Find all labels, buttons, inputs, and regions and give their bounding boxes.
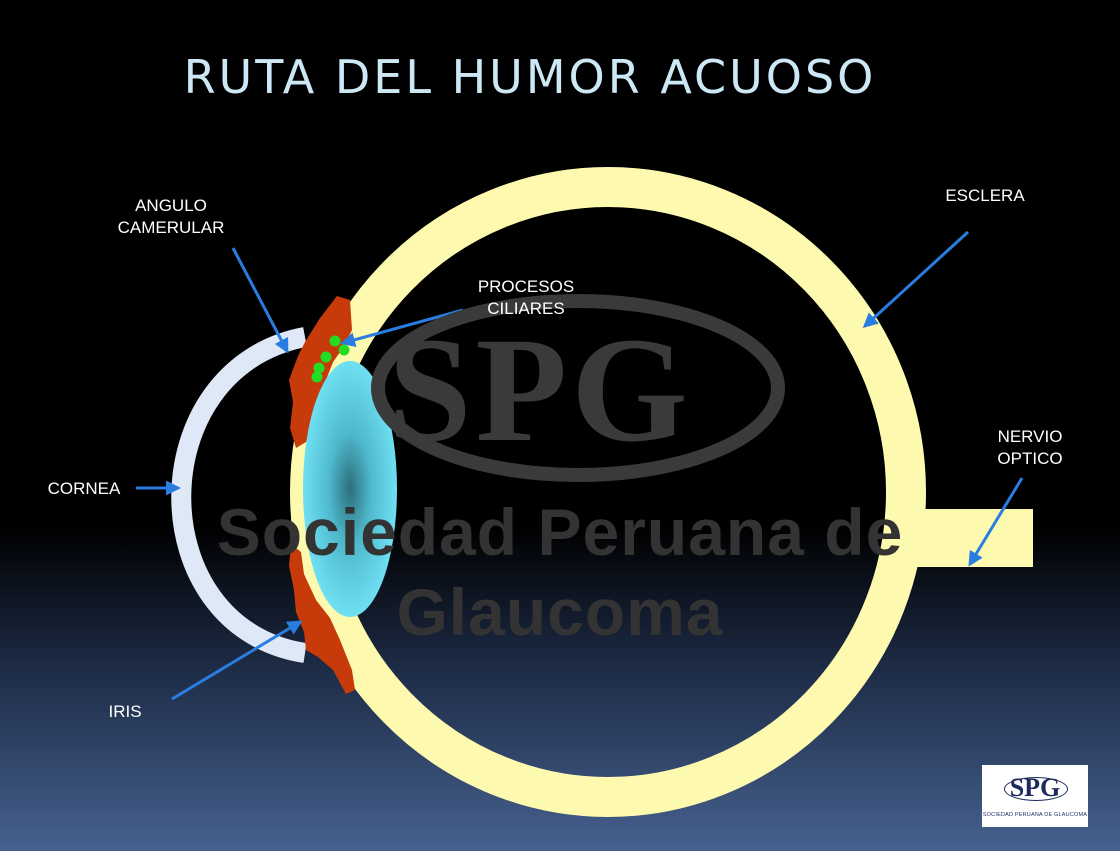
watermark-text: Sociedad Peruana de Glaucoma xyxy=(216,495,904,649)
label-angulo-camerular: ANGULO CAMERULAR xyxy=(105,195,237,239)
ciliary-process xyxy=(338,344,350,356)
watermark-ring-outer xyxy=(371,294,785,482)
label-nervio-optico: NERVIO OPTICO xyxy=(980,426,1080,470)
label-iris: IRIS xyxy=(100,701,150,723)
arrow-esclera xyxy=(862,230,970,329)
spg-logo-subtitle: SOCIEDAD PERUANA DE GLAUCOMA xyxy=(982,812,1088,818)
cornea xyxy=(171,327,307,663)
iris-lower xyxy=(289,544,355,694)
label-cornea-text: CORNEA xyxy=(47,479,121,498)
spg-logo-mark: SPG xyxy=(1009,773,1061,802)
spg-logo: SPG SOCIEDAD PERUANA DE GLAUCOMA xyxy=(982,765,1088,827)
arrow-nervio xyxy=(968,477,1024,567)
label-nervio-line1: NERVIO xyxy=(997,427,1063,446)
ciliary-process xyxy=(320,351,332,363)
label-cornea: CORNEA xyxy=(36,478,132,500)
label-esclera-text: ESCLERA xyxy=(945,186,1025,205)
arrow-angulo xyxy=(231,247,289,354)
arrow-procesos xyxy=(340,308,464,348)
spg-logo-ring xyxy=(1004,777,1068,801)
lens xyxy=(303,361,397,617)
arrow-iris xyxy=(171,620,303,701)
slide-title: RUTA DEL HUMOR ACUOSO xyxy=(183,50,877,104)
ciliary-process xyxy=(329,335,341,347)
label-angulo-line1: ANGULO xyxy=(135,196,207,215)
ciliary-process xyxy=(313,362,325,374)
label-iris-text: IRIS xyxy=(108,702,142,721)
label-angulo-line2: CAMERULAR xyxy=(117,218,225,237)
label-esclera: ESCLERA xyxy=(930,185,1040,207)
ciliary-process xyxy=(311,371,323,383)
label-procesos-line2: CILIARES xyxy=(487,299,565,318)
label-procesos-line1: PROCESOS xyxy=(477,277,575,296)
label-nervio-line2: OPTICO xyxy=(997,449,1063,468)
label-procesos-ciliares: PROCESOS CILIARES xyxy=(462,276,590,320)
